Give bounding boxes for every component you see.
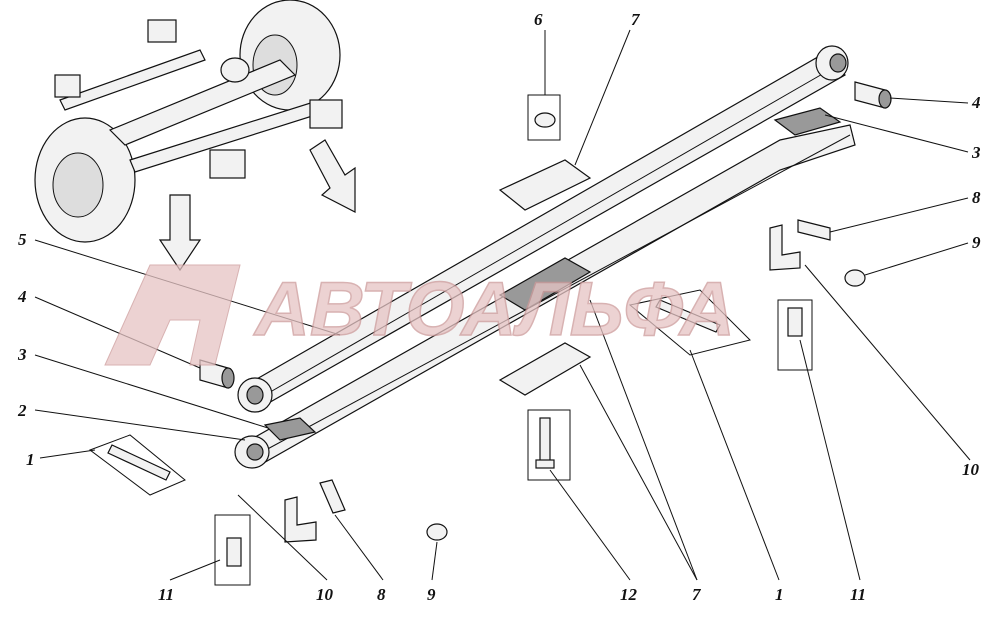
callout-6: 6 [534,10,543,29]
clamp-left [284,496,317,543]
second-leaf-spring [234,124,856,469]
callout-2: 2 [17,401,27,420]
callout-4: 4 [971,93,981,112]
callout-3: 3 [971,143,981,162]
bolt-11-right [787,307,803,337]
pad-left [263,417,317,441]
callout-11: 11 [158,585,174,604]
callout-1: 1 [26,450,35,469]
plate-top [498,159,592,211]
nut-right [844,269,866,287]
callout-9: 9 [972,233,981,252]
callout-9: 9 [427,585,436,604]
callout-11: 11 [850,585,866,604]
watermark-logo: АВТОАЛЬФА [104,264,736,366]
main-leaf-spring [237,45,849,413]
callout-7: 7 [692,585,702,604]
clamp-right [769,224,801,271]
chassis-inset [34,0,356,272]
callout-3: 3 [17,345,27,364]
pad-right [773,107,842,136]
bolt-12 [539,417,551,464]
callout-8: 8 [377,585,386,604]
callout-10: 10 [316,585,334,604]
pin-left [319,479,346,514]
watermark-text: АВТОАЛЬФА [253,267,735,352]
callout-12: 12 [620,585,638,604]
callout-7: 7 [631,10,641,29]
pin-right [797,219,831,241]
bolt-1-left [107,444,171,481]
callout-8: 8 [972,188,981,207]
nut-top [534,112,556,128]
callout-5: 5 [18,230,27,249]
plate-bottom [498,342,592,396]
bolt-11-left [226,537,242,567]
callout-10: 10 [962,460,980,479]
callout-labels: 6 7 4 3 8 9 10 5 4 3 2 1 11 10 8 9 12 7 … [17,10,981,604]
callout-1: 1 [775,585,784,604]
nut-left [426,523,448,541]
bolt-1-right [655,299,721,333]
plate-middle [498,257,592,311]
callout-4: 4 [17,287,27,306]
